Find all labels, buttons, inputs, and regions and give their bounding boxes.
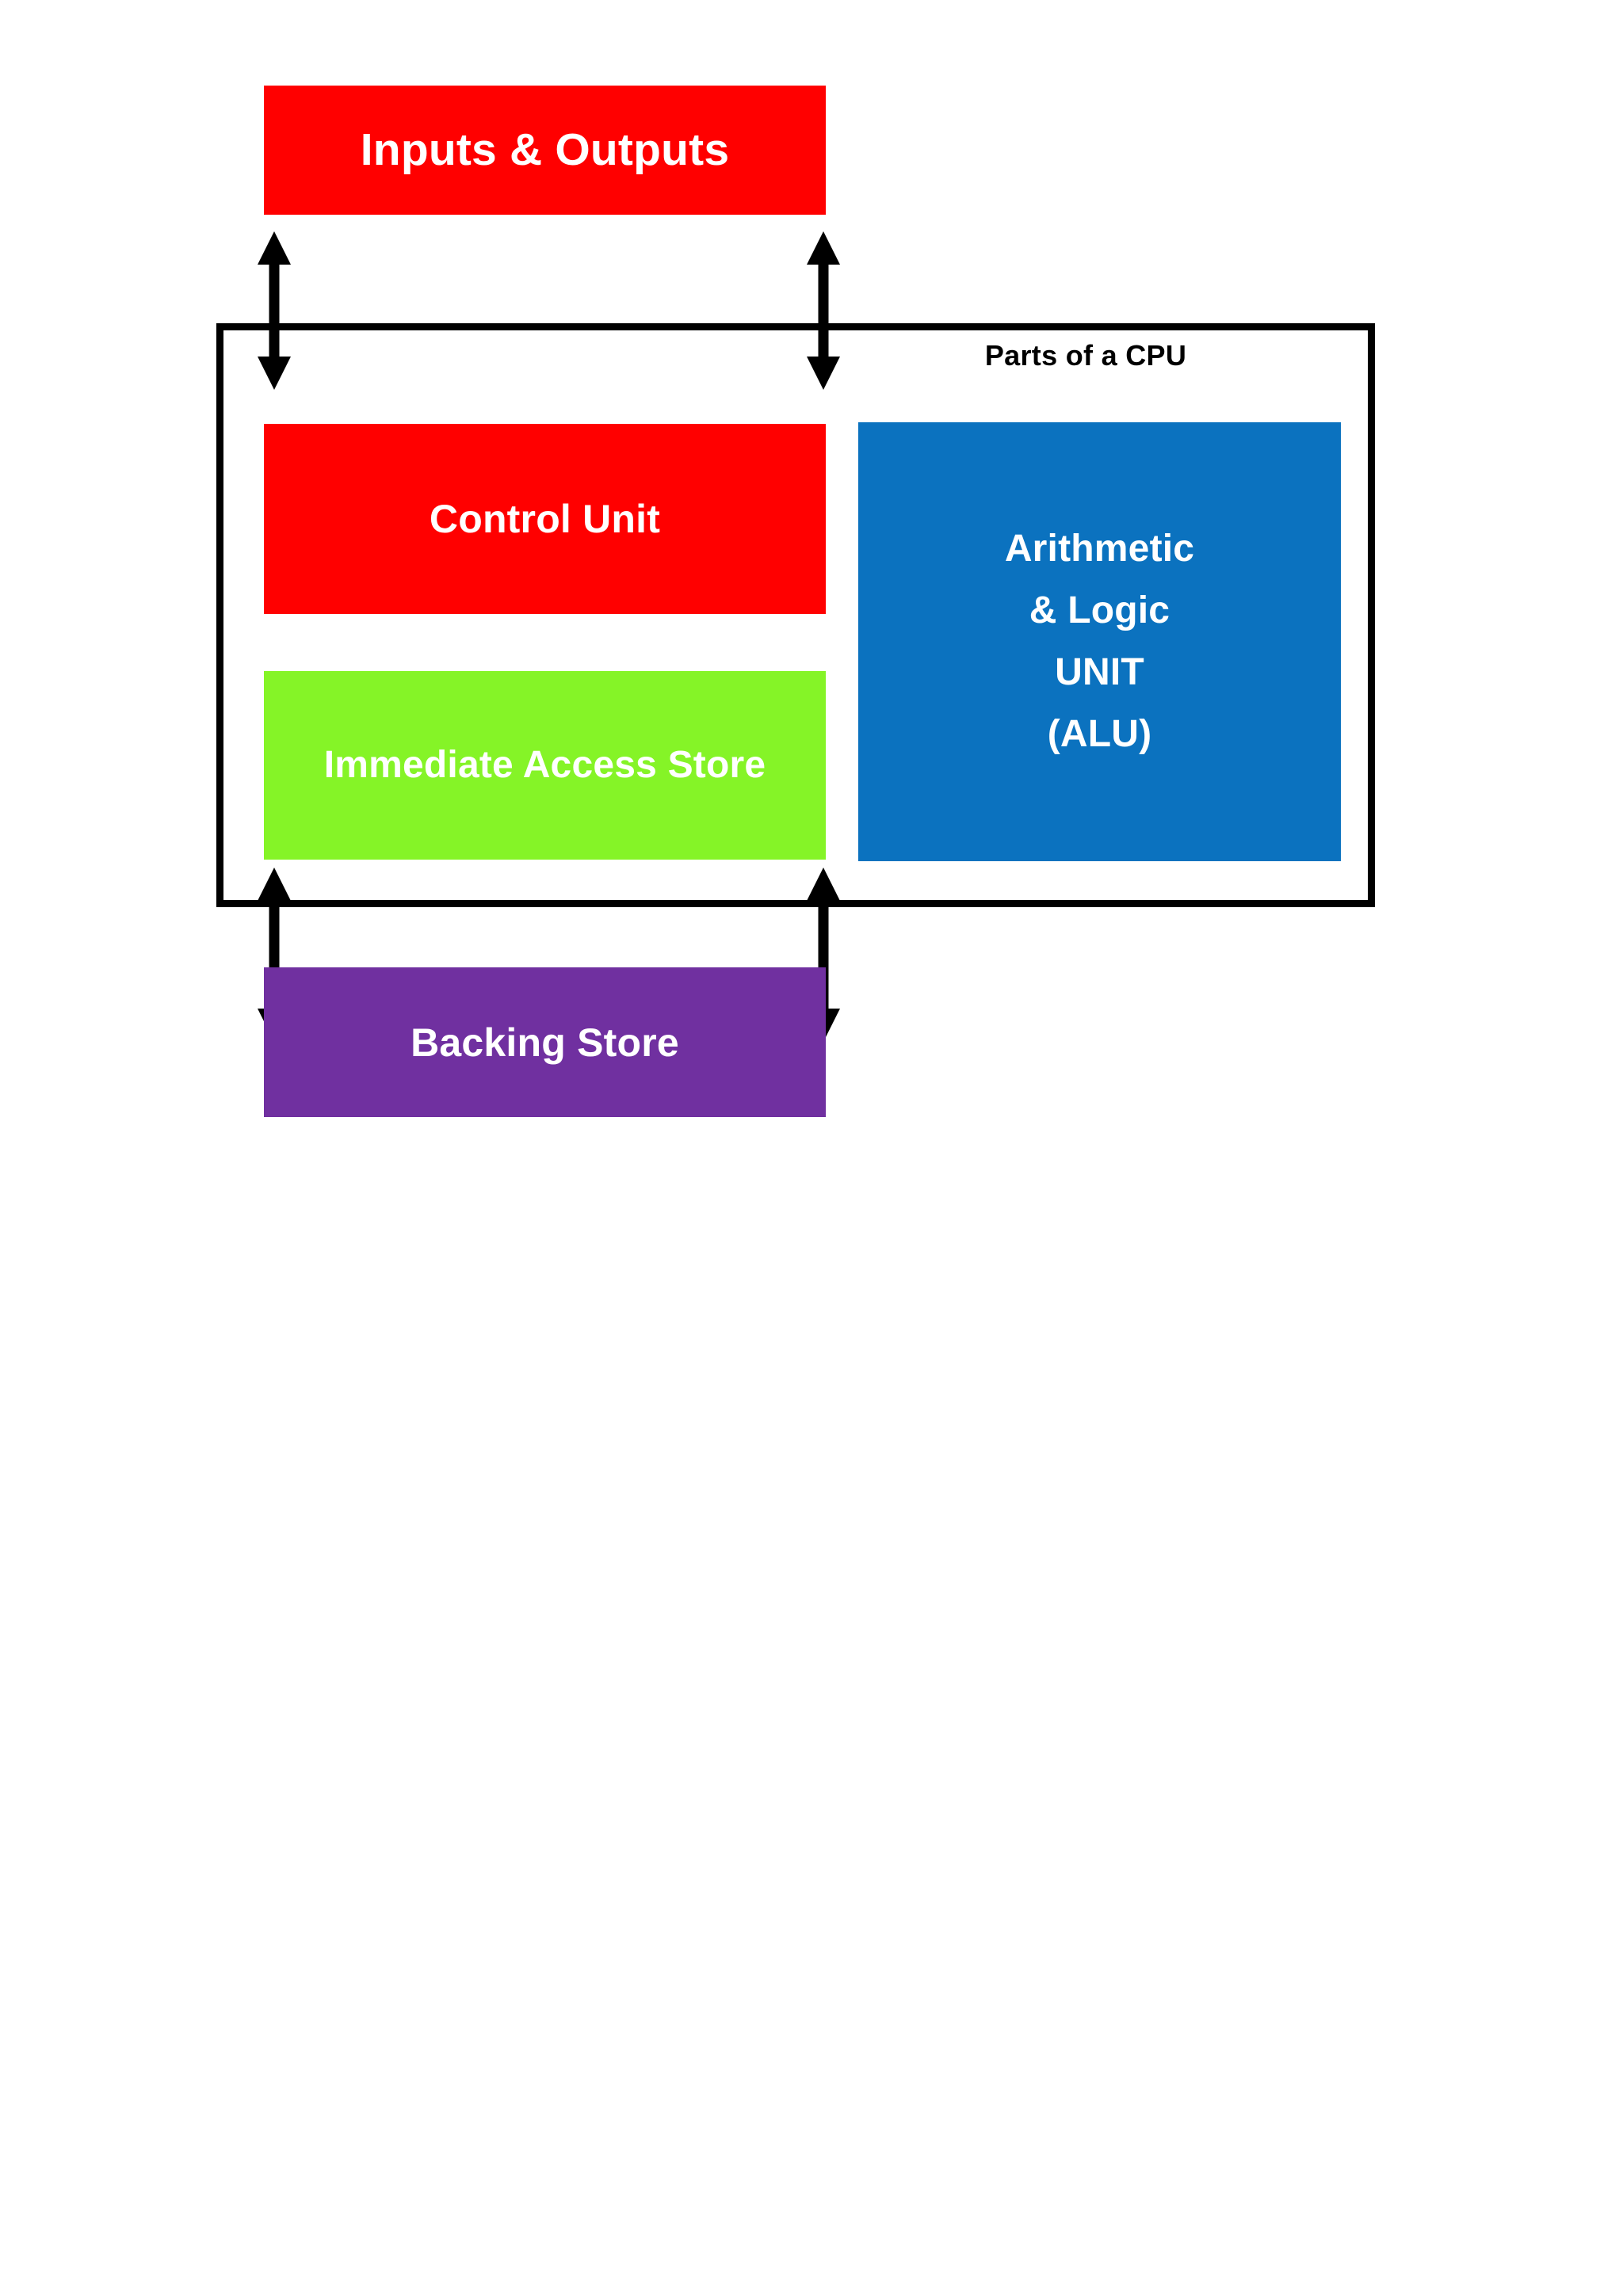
- inputs-outputs-label: Inputs & Outputs: [360, 124, 730, 175]
- inputs-outputs-box: Inputs & Outputs: [264, 86, 826, 215]
- cpu-container: [216, 323, 1375, 907]
- backing-store-label: Backing Store: [411, 1020, 679, 1065]
- arrow-io-to-cpu-left: [250, 231, 298, 390]
- backing-store-box: Backing Store: [264, 967, 826, 1117]
- alu-label-line-4: (ALU): [1047, 713, 1152, 755]
- alu-box: Arithmetic & Logic UNIT (ALU): [858, 422, 1341, 861]
- control-unit-box: Control Unit: [264, 424, 826, 614]
- arrow-io-to-cpu-right: [800, 231, 847, 390]
- immediate-access-store-label: Immediate Access Store: [323, 744, 766, 786]
- control-unit-label: Control Unit: [429, 497, 661, 541]
- alu-label-line-3: UNIT: [1055, 651, 1144, 693]
- immediate-access-store-box: Immediate Access Store: [264, 671, 826, 860]
- alu-label-line-2: & Logic: [1029, 589, 1170, 631]
- cpu-title-label: Parts of a CPU: [984, 339, 1187, 372]
- alu-label-line-1: Arithmetic: [1004, 528, 1195, 570]
